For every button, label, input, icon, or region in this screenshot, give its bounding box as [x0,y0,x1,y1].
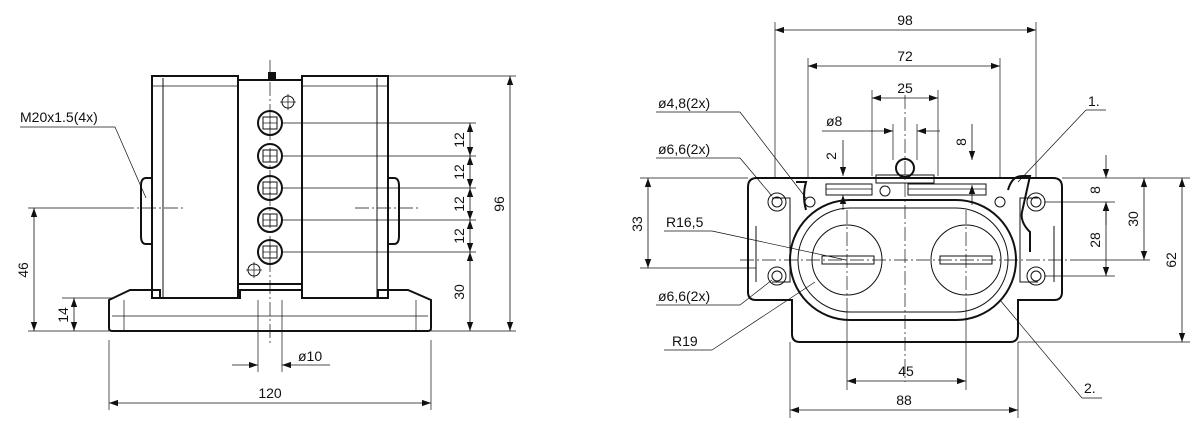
left-housing [151,75,239,299]
dim-hole-lower: ø6,6(2x) [658,288,710,304]
dim-hole-small: ø4,8(2x) [658,95,710,111]
dim-height-total: 96 [491,196,507,212]
dim-radius-outer: R19 [672,333,698,349]
dim-hole-upper: ø6,6(2x) [658,141,710,157]
rail-left [825,183,873,196]
dim-base-height: 14 [55,307,71,323]
mounting-hole [1026,192,1046,212]
thread-label: M20x1.5(4x) [20,109,98,125]
dim-height-axis: 46 [15,262,31,278]
left-gland [140,177,152,245]
front-view: 12 12 12 12 30 96 46 14 120 ø10 M20x1.5(… [15,60,516,410]
dim-bottom-45: 45 [898,363,914,379]
dim-height-left: 33 [629,216,645,232]
dim-right-30: 30 [1125,211,1141,227]
dim-right-62: 62 [1163,252,1179,268]
top-view: 98 72 25 ø8 2 8 ø4,8(2x) ø6,6(2x) R16,5 [629,12,1190,418]
dim-bottom-88: 88 [896,392,912,408]
flange-outline [747,177,1063,343]
dim-pitch-2: 12 [451,164,467,180]
rail-right [907,183,987,196]
callout-2: 2. [1084,380,1096,396]
dim-rail-width: 72 [897,48,913,64]
dim-center-width: 25 [897,80,913,96]
dim-width: 120 [258,385,282,401]
dim-pin-diameter: ø10 [298,348,322,364]
callout-1: 1. [1088,93,1100,109]
dim-small-2: 2 [823,152,839,160]
dim-pitch-3: 12 [451,196,467,212]
mounting-hole [767,192,787,212]
central-pin [895,158,915,178]
dim-bottom-offset: 30 [451,284,467,300]
small-hole [994,196,1006,208]
dim-outer-width: 98 [897,12,913,28]
dim-pin-diameter-top: ø8 [826,113,843,129]
base-plate [108,289,432,332]
dim-pitch-4: 12 [451,228,467,244]
mounting-hole [767,266,787,286]
dim-right-8: 8 [1087,186,1103,194]
right-housing [301,75,389,299]
right-gland [388,177,400,245]
clip [1007,175,1032,252]
dim-radius-inner: R16,5 [666,214,704,230]
small-hole [804,196,816,208]
dim-pitch-1: 12 [451,132,467,148]
dim-small-8-top: 8 [953,138,969,146]
dim-right-28: 28 [1087,232,1103,248]
